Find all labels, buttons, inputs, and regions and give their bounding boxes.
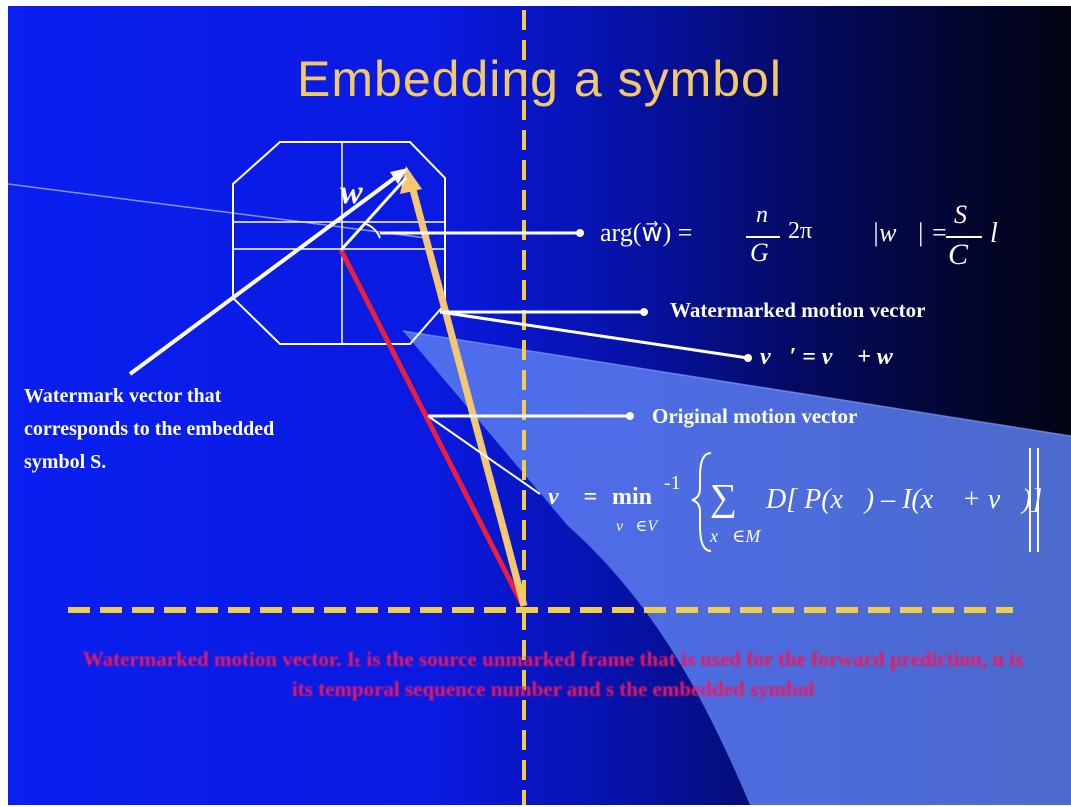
original-pointer-dot	[626, 412, 634, 420]
watermark-vector-arrow	[339, 176, 408, 252]
arg-fraction-bar	[746, 236, 780, 238]
watermarked-pointer-dot	[640, 308, 648, 316]
arg-formula-denominator: G	[750, 238, 769, 267]
arg-formula-lhs: arg(w⃗) =	[600, 218, 693, 247]
arg-formula-tail: 2π	[788, 218, 813, 244]
magnitude-formula-lhs: |w⃗| =	[872, 218, 948, 247]
magnitude-formula-tail: l	[990, 218, 998, 249]
light-beam-edge	[402, 330, 1071, 437]
v-formula-exponent: -1	[664, 472, 681, 494]
slide-graphics	[8, 10, 1071, 805]
sum-index: x⃗∈M	[710, 526, 761, 546]
arg-pointer-dot	[576, 229, 584, 237]
watermark-pointer-arrowhead	[390, 168, 408, 184]
angle-arc	[365, 223, 381, 239]
watermark-vector-label: Watermark vector that corresponds to the…	[24, 380, 274, 479]
v-formula-under: v⃗∈V	[616, 518, 658, 535]
magnitude-formula-numerator: S	[954, 200, 967, 229]
watermark-vector-label-line-3: symbol S.	[24, 451, 107, 473]
original-motion-vector-label: Original motion vector	[652, 404, 858, 428]
arg-formula-numerator: n	[756, 202, 768, 228]
watermarked-motion-vector-label: Watermarked motion vector	[670, 298, 926, 322]
w-symbol: w⃗	[340, 174, 390, 211]
slide: Embedding a symbol w⃗ arg(w⃗) = n G 2π |…	[8, 6, 1071, 805]
vprime-pointer-dot	[744, 354, 752, 362]
sum-symbol: ∑	[710, 477, 738, 519]
magnitude-fraction-bar	[946, 236, 982, 238]
watermark-label-pointer	[128, 172, 402, 376]
vprime-pointer-line	[439, 310, 749, 360]
v-formula-body: D[ P(x⃗) – I(x⃗ + v⃗)]	[766, 484, 1043, 515]
slide-caption: Watermarked motion vector. Iₜ is the sou…	[82, 647, 1024, 701]
magnitude-formula-denominator: C	[948, 238, 969, 271]
slide-title: Embedding a symbol	[297, 51, 782, 107]
vprime-formula: v⃗′ = v⃗ + w⃗	[760, 344, 912, 370]
watermark-vector-label-line-2: corresponds to the embedded	[24, 418, 275, 440]
formula-pointer-line	[427, 415, 541, 495]
original-motion-vector-arrow	[338, 248, 525, 606]
v-formula-min: min	[612, 484, 653, 510]
watermark-vector-label-line-1: Watermark vector that	[24, 385, 222, 407]
quantization-octagon	[232, 141, 446, 345]
light-beam	[403, 331, 1071, 805]
watermarked-arrowhead	[400, 166, 422, 194]
watermarked-motion-vector-arrow	[408, 185, 528, 607]
v-formula-lhs: v⃗ =	[548, 484, 597, 510]
background-light-line	[8, 183, 427, 239]
formula-left-brace	[691, 452, 712, 552]
